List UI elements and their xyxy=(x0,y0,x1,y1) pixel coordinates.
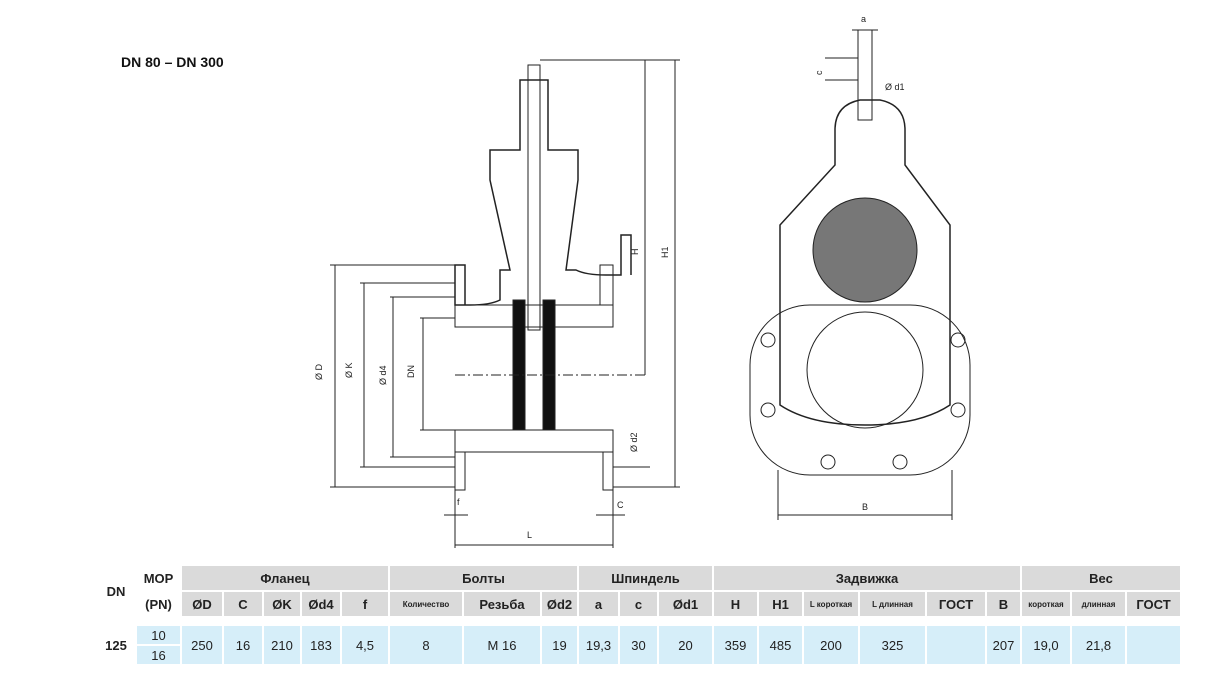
col-header: L короткая xyxy=(804,592,858,616)
col-header: f xyxy=(342,592,388,616)
cell: 30 xyxy=(620,626,657,664)
header-mop: MOP xyxy=(137,566,180,590)
cell: 485 xyxy=(759,626,802,664)
label-l: L xyxy=(527,530,532,540)
col-header: короткая xyxy=(1022,592,1070,616)
cell: 359 xyxy=(714,626,757,664)
cell: 207 xyxy=(987,626,1020,664)
cell: 21,8 xyxy=(1072,626,1125,664)
col-header: ГОСТ xyxy=(1127,592,1180,616)
cell: 4,5 xyxy=(342,626,388,664)
label-c-flange: C xyxy=(617,500,624,510)
col-header: Ød1 xyxy=(659,592,712,616)
spacer xyxy=(97,618,1180,624)
header-valve: Задвижка xyxy=(714,566,1020,590)
cell-mop-16: 16 xyxy=(137,644,180,664)
label-k: Ø K xyxy=(344,362,354,378)
label-f: f xyxy=(457,497,460,507)
label-a: a xyxy=(861,14,866,24)
spec-table: DN MOP Фланец Болты Шпиндель Задвижка Ве… xyxy=(95,564,1182,666)
col-header: H xyxy=(714,592,757,616)
table-group-header-row: DN MOP Фланец Болты Шпиндель Задвижка Ве… xyxy=(97,566,1180,616)
cell: 200 xyxy=(804,626,858,664)
cell: 19,0 xyxy=(1022,626,1070,664)
header-weight: Вес xyxy=(1022,566,1180,590)
header-dn: DN xyxy=(97,566,135,616)
label-b: B xyxy=(862,502,868,512)
valve-drawing: Ø D Ø K Ø d4 DN H H1 Ø d2 f C L a c xyxy=(314,14,971,548)
col-header: Резьба xyxy=(464,592,540,616)
header-spindle: Шпиндель xyxy=(579,566,712,590)
front-view: a c Ø d1 B xyxy=(749,14,971,520)
header-pn: (PN) xyxy=(137,592,180,616)
col-header: C xyxy=(224,592,262,616)
label-c-spindle: c xyxy=(814,70,824,75)
col-header: ØK xyxy=(264,592,300,616)
side-section-view: Ø D Ø K Ø d4 DN H H1 Ø d2 f C L xyxy=(314,59,680,548)
cell: 325 xyxy=(860,626,925,664)
col-header: B xyxy=(987,592,1020,616)
cell: 250 xyxy=(182,626,222,664)
cell: 20 xyxy=(659,626,712,664)
col-header: L длинная xyxy=(860,592,925,616)
col-header: c xyxy=(620,592,657,616)
col-header: Ød2 xyxy=(542,592,577,616)
cell: M 16 xyxy=(464,626,540,664)
label-d1: Ø d1 xyxy=(885,82,905,92)
cell: 8 xyxy=(390,626,462,664)
cell-mop-10: 10 xyxy=(137,626,180,644)
cell: 19 xyxy=(542,626,577,664)
label-h: H xyxy=(630,249,640,256)
label-dn: DN xyxy=(406,365,416,378)
col-header: Количество xyxy=(390,592,462,616)
cell: 183 xyxy=(302,626,340,664)
page-title: DN 80 – DN 300 xyxy=(121,54,224,70)
header-bolts: Болты xyxy=(390,566,577,590)
label-d2: Ø d2 xyxy=(629,432,639,452)
col-header: ØD xyxy=(182,592,222,616)
header-flange: Фланец xyxy=(182,566,388,590)
cell-dn: 125 xyxy=(97,626,135,664)
label-d: Ø D xyxy=(314,363,324,380)
label-h1: H1 xyxy=(660,246,670,258)
cell: 19,3 xyxy=(579,626,618,664)
col-header: ГОСТ xyxy=(927,592,985,616)
col-header: Ød4 xyxy=(302,592,340,616)
cell: 210 xyxy=(264,626,300,664)
col-header: H1 xyxy=(759,592,802,616)
label-d4: Ø d4 xyxy=(378,365,388,385)
col-header: a xyxy=(579,592,618,616)
cell xyxy=(1127,626,1180,664)
cell xyxy=(927,626,985,664)
cell: 16 xyxy=(224,626,262,664)
col-header: длинная xyxy=(1072,592,1125,616)
table-column-header-row: (PN) ØD C ØK Ød4 f Количество Резьба Ød2… xyxy=(97,592,1180,616)
